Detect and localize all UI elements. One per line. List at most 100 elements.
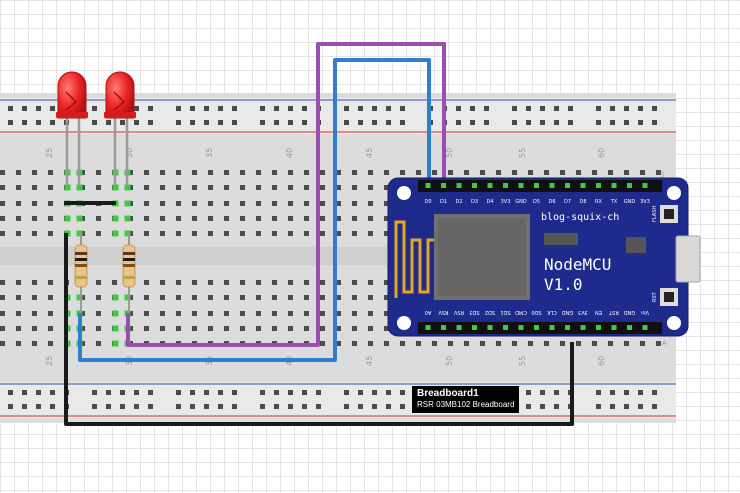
wire-black-ground[interactable] xyxy=(64,233,574,426)
breadboard-hole xyxy=(192,326,197,331)
top-pin[interactable] xyxy=(425,183,431,188)
top-pin[interactable] xyxy=(441,183,446,188)
bottom-pin[interactable] xyxy=(487,325,493,330)
flash-label: FLASH xyxy=(652,206,658,222)
breadboard-hole xyxy=(192,311,197,316)
bottom-pin[interactable] xyxy=(627,325,632,330)
led-1[interactable] xyxy=(56,71,88,186)
breadboard-hole xyxy=(208,311,213,316)
bottom-pin[interactable] xyxy=(503,325,508,330)
breadboard-hole xyxy=(32,295,37,300)
rail-hole xyxy=(372,106,377,111)
breadboard-hole xyxy=(208,326,213,331)
breadboard-hole xyxy=(32,341,37,346)
bottom-pin[interactable] xyxy=(472,325,477,330)
rail-hole xyxy=(92,120,97,125)
top-pin[interactable] xyxy=(627,183,632,188)
top-pin[interactable] xyxy=(549,183,555,188)
breadboard-hole xyxy=(48,216,53,221)
bottom-pin[interactable] xyxy=(518,325,524,330)
top-pin[interactable] xyxy=(503,183,508,188)
breadboard-hole xyxy=(208,201,213,206)
breadboard-hole xyxy=(208,231,213,236)
breadboard-hole xyxy=(240,201,245,206)
top-pin-label: D8 xyxy=(579,199,586,205)
breadboard-hole xyxy=(496,341,501,346)
breadboard-hole xyxy=(160,201,165,206)
rail-hole xyxy=(274,120,279,125)
breadboard-hole xyxy=(16,201,21,206)
breadboard-hole xyxy=(160,280,165,285)
rail-hole xyxy=(218,120,223,125)
bottom-pin[interactable] xyxy=(611,325,617,330)
breadboard-hole xyxy=(368,170,373,175)
breadboard-hole xyxy=(656,170,661,175)
rail-hole xyxy=(274,404,279,409)
top-pin[interactable] xyxy=(642,183,648,188)
breadboard-hole xyxy=(224,311,229,316)
top-pin[interactable] xyxy=(456,183,462,188)
bottom-pin[interactable] xyxy=(534,325,539,330)
breadboard-hole xyxy=(32,201,37,206)
bottom-pin[interactable] xyxy=(596,325,601,330)
rail-hole xyxy=(372,120,377,125)
resistor-1[interactable] xyxy=(74,233,88,313)
breadboard-hole xyxy=(384,216,389,221)
led-2[interactable] xyxy=(104,71,136,186)
breadboard-hole xyxy=(320,311,325,316)
top-pin[interactable] xyxy=(565,183,570,188)
bottom-pin[interactable] xyxy=(456,325,462,330)
bottom-pin[interactable] xyxy=(642,325,648,330)
rail-hole xyxy=(232,404,237,409)
breadboard-hole xyxy=(368,185,373,190)
rail-hole xyxy=(134,120,139,125)
top-pin[interactable] xyxy=(472,183,477,188)
rail-hole xyxy=(134,404,139,409)
rail-hole xyxy=(386,106,391,111)
breadboard-hole xyxy=(224,280,229,285)
wire-blue[interactable] xyxy=(78,58,431,362)
top-pin-label: 3V3 xyxy=(501,199,511,205)
led-1-body xyxy=(57,71,87,119)
rail-hole xyxy=(274,106,279,111)
top-pin-label: D3 xyxy=(471,199,478,205)
column-number-top: 25 xyxy=(45,148,54,158)
breadboard-hole xyxy=(368,231,373,236)
top-pin[interactable] xyxy=(580,183,586,188)
top-pin-label: D1 xyxy=(440,199,447,205)
rail-hole xyxy=(288,106,293,111)
breadboard-hole xyxy=(0,311,5,316)
rail-hole xyxy=(568,106,573,111)
bottom-pin[interactable] xyxy=(549,325,555,330)
bottom-pin[interactable] xyxy=(425,325,431,330)
breadboard-hole xyxy=(416,341,421,346)
rail-hole xyxy=(106,120,111,125)
top-pin-label: 3V3 xyxy=(640,199,650,205)
breadboard-hole xyxy=(224,185,229,190)
bottom-pin[interactable] xyxy=(580,325,586,330)
resistor-2[interactable] xyxy=(122,233,136,313)
breadboard-hole xyxy=(96,311,101,316)
top-pin[interactable] xyxy=(487,183,493,188)
bottom-pin-label: SD2 xyxy=(485,309,495,315)
breadboard-hole xyxy=(384,341,389,346)
column-number-bottom: 55 xyxy=(518,356,527,366)
breadboard-hole xyxy=(256,216,261,221)
led-2-rim xyxy=(104,112,136,118)
breadboard-hole xyxy=(304,326,309,331)
bottom-pin[interactable] xyxy=(565,325,570,330)
column-number-top: 60 xyxy=(597,148,606,158)
top-pin[interactable] xyxy=(518,183,524,188)
breadboard-hole xyxy=(144,326,149,331)
rst-label: RST xyxy=(652,291,658,302)
top-pin-label: GND xyxy=(515,199,527,205)
wire-purple[interactable] xyxy=(126,42,446,347)
bottom-pin-label: 3V3 xyxy=(578,309,588,315)
bottom-pin[interactable] xyxy=(441,325,446,330)
top-pin[interactable] xyxy=(611,183,617,188)
breadboard-hole xyxy=(256,326,261,331)
top-pin[interactable] xyxy=(534,183,539,188)
breadboard-hole xyxy=(640,341,645,346)
top-pin[interactable] xyxy=(596,183,601,188)
